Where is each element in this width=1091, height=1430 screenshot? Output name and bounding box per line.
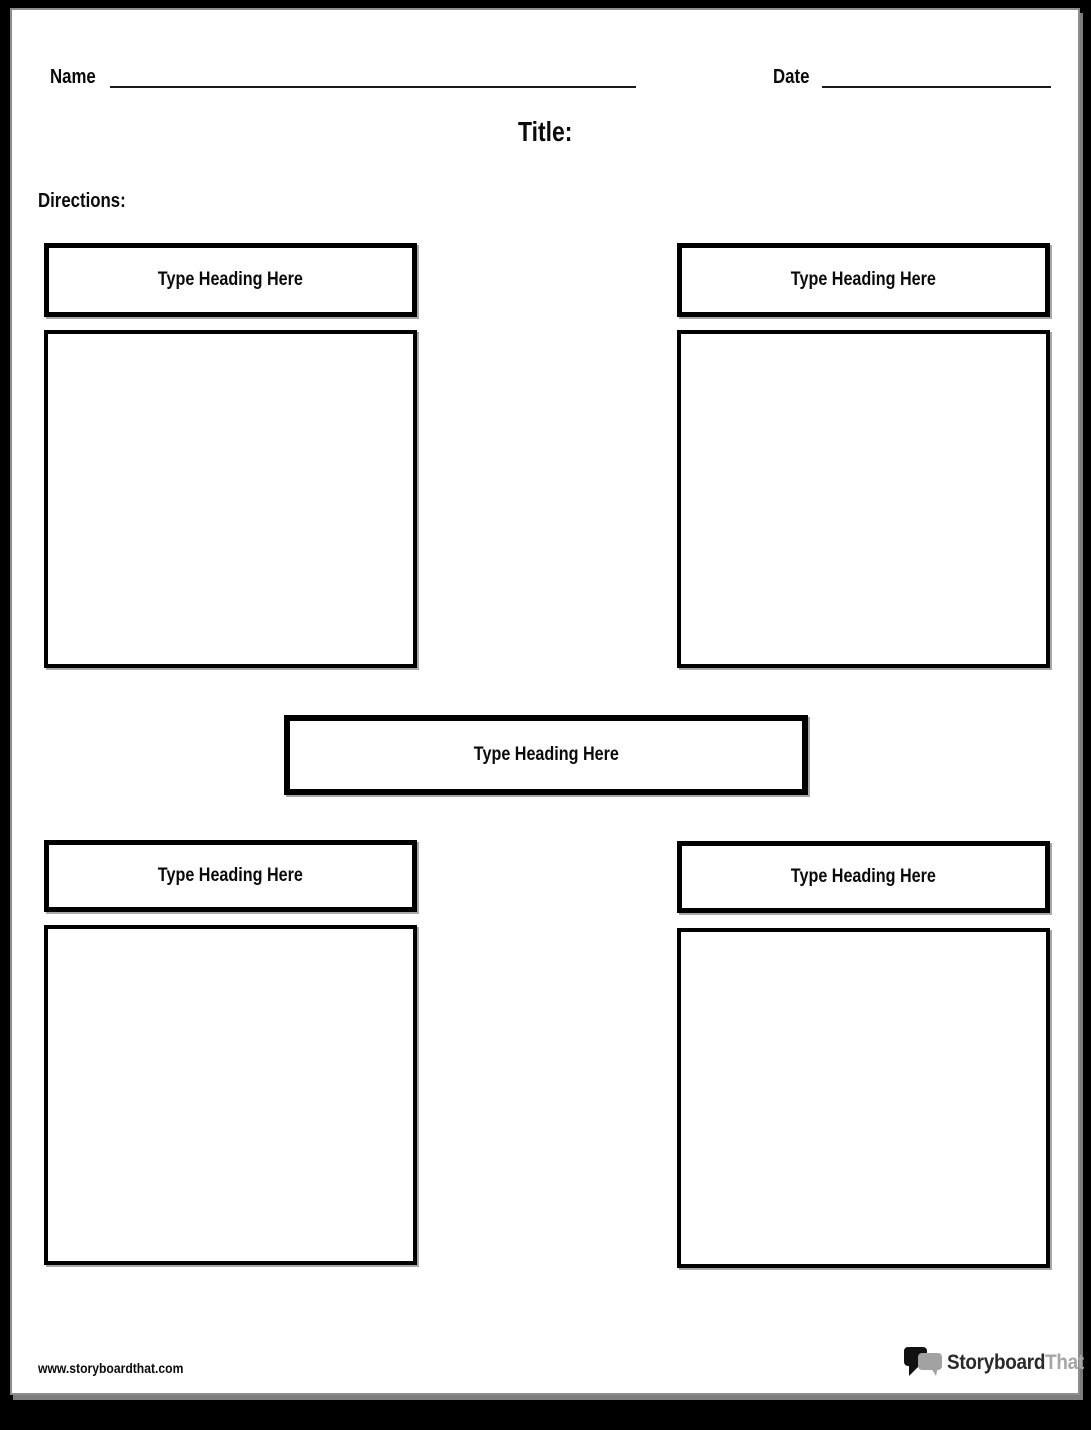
heading-box-middle[interactable]: Type Heading Here: [284, 715, 808, 795]
content-box-top-left[interactable]: [44, 330, 417, 668]
heading-box-top-left-label: Type Heading Here: [157, 269, 304, 290]
heading-box-middle-label: Type Heading Here: [473, 744, 619, 765]
heading-box-bottom-left[interactable]: Type Heading Here: [44, 840, 417, 912]
storyboardthat-logo: StoryboardThat: [903, 1346, 1091, 1380]
content-box-bottom-right[interactable]: [677, 928, 1050, 1268]
footer-website: www.storyboardthat.com: [38, 1360, 200, 1378]
date-field: Date: [773, 66, 1051, 88]
heading-box-top-right[interactable]: Type Heading Here: [677, 243, 1050, 317]
name-label: Name: [50, 66, 96, 88]
content-box-bottom-left[interactable]: [44, 925, 417, 1265]
page-title[interactable]: Title:: [517, 116, 573, 147]
logo-wordmark: StoryboardThat: [947, 1351, 1084, 1375]
heading-box-bottom-right[interactable]: Type Heading Here: [677, 841, 1050, 913]
logo-text-secondary: That: [1045, 1351, 1084, 1374]
title-row: Title:: [12, 116, 1078, 148]
name-blank-line[interactable]: [110, 68, 636, 88]
directions-label[interactable]: Directions:: [38, 190, 126, 212]
website-url: www.storyboardthat.com: [38, 1361, 184, 1376]
name-field: Name: [50, 66, 636, 88]
heading-box-bottom-right-label: Type Heading Here: [790, 866, 937, 887]
logo-text-primary: Storyboard: [947, 1351, 1046, 1374]
directions-row: Directions:: [38, 190, 142, 213]
heading-box-top-right-label: Type Heading Here: [790, 269, 937, 290]
worksheet-page: Name Date Title: Directions: Type Headin…: [12, 10, 1084, 1393]
date-blank-line[interactable]: [822, 68, 1051, 88]
content-box-top-right[interactable]: [677, 330, 1050, 668]
heading-box-top-left[interactable]: Type Heading Here: [44, 243, 417, 317]
date-label: Date: [773, 66, 810, 88]
speech-bubbles-icon: [904, 1347, 942, 1376]
heading-box-bottom-left-label: Type Heading Here: [157, 865, 304, 886]
